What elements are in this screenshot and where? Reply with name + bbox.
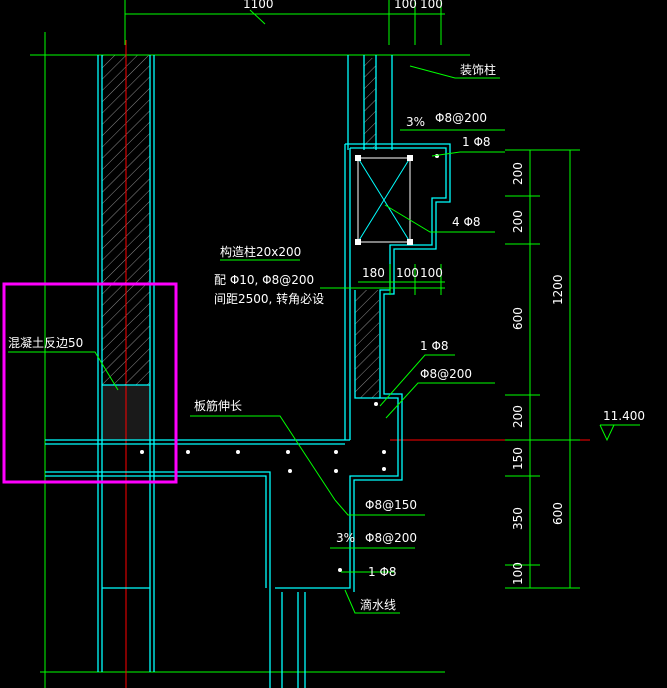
dim-v-150: 150 — [511, 447, 525, 470]
rebar-mid-1phi8-label: 1 Φ8 — [420, 339, 449, 353]
dim-180: 180 — [362, 266, 385, 280]
drip-line-label: 滴水线 — [360, 597, 396, 612]
column-rebar-label: 配 Φ10, Φ8@200 — [214, 273, 314, 287]
rebar-bottom-1phi8-label: 1 Φ8 — [368, 565, 397, 579]
leader-lines — [8, 65, 640, 614]
dim-v-200c: 200 — [511, 405, 525, 428]
right-column-hatch — [355, 290, 379, 398]
rebar-dots — [140, 154, 439, 572]
elevation-label: 11.400 — [603, 409, 645, 423]
slope-top-label: 3% — [406, 115, 425, 129]
dim-v-350: 350 — [511, 507, 525, 530]
dim-v-600a: 600 — [511, 307, 525, 330]
slab-rebar-extend-label: 板筋伸长 — [194, 398, 242, 413]
dim-v-200b: 200 — [511, 210, 525, 233]
rebar-top-stirrup-label: Φ8@200 — [435, 111, 487, 125]
dim-top-100a: 100 — [394, 0, 417, 11]
dim-v-200a: 200 — [511, 162, 525, 185]
rebar-mid-stirrup-label: Φ8@200 — [420, 367, 472, 381]
dim-top-1100: 1100 — [243, 0, 274, 11]
concrete-upturn-label: 混凝土反边50 — [8, 335, 83, 350]
deco-column-hatch — [364, 58, 376, 148]
rebar-top-1phi8-label: 1 Φ8 — [462, 135, 491, 149]
constructional-column-label: 构造柱20x200 — [220, 244, 301, 259]
dim-v-600b: 600 — [551, 502, 565, 525]
dim-v-100: 100 — [511, 562, 525, 585]
slope-bottom-label: 3% — [336, 531, 355, 545]
tie-beam-detail — [355, 155, 413, 245]
green-lines — [30, 0, 470, 688]
cyan-structure — [45, 55, 451, 688]
tie-beam-box — [357, 157, 411, 243]
dim-mid-100b: 100 — [420, 266, 443, 280]
highlight-box — [2, 282, 178, 484]
rebar-4phi8-label: 4 Φ8 — [452, 215, 481, 229]
decorative-column-label: 装饰柱 — [460, 62, 496, 77]
dimension-lines — [249, 9, 615, 589]
labels: 1100 100 100 装饰柱 3% Φ8@200 1 Φ8 4 Φ8 构造柱… — [8, 0, 645, 612]
dim-v-1200: 1200 — [551, 274, 565, 305]
rebar-bottom-stirrup-label: Φ8@200 — [365, 531, 417, 545]
column-spacing-label: 间距2500, 转角必设 — [214, 291, 324, 306]
dim-mid-100a: 100 — [396, 266, 419, 280]
dim-top-100b: 100 — [420, 0, 443, 11]
rebar-phi8-150-label: Φ8@150 — [365, 498, 417, 512]
